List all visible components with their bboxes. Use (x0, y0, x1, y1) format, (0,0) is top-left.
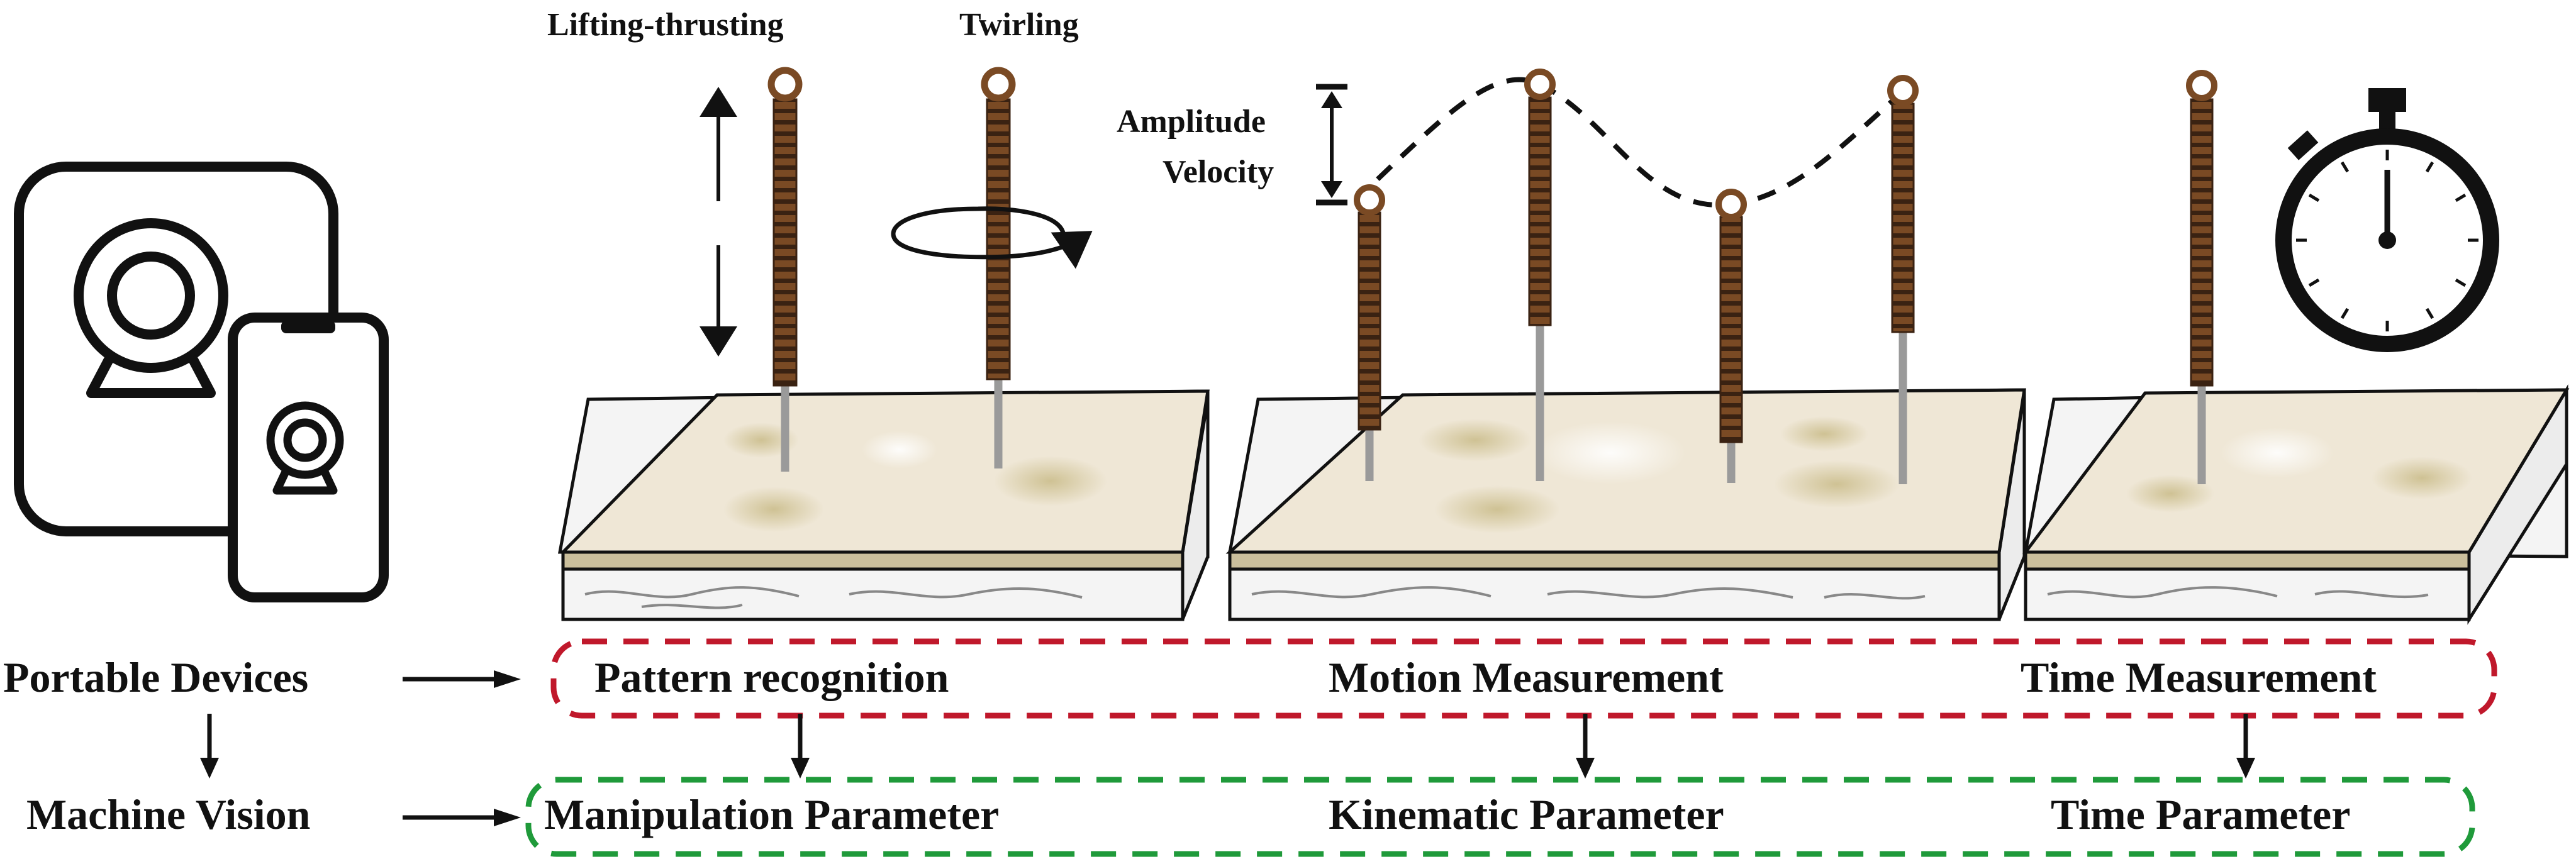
red-dashed-box (550, 638, 2497, 719)
amplitude-bracket (1316, 84, 1347, 206)
lifting-thrusting-label: Lifting-thrusting (547, 7, 784, 43)
twirling-label: Twirling (959, 7, 1079, 43)
rotation-arrow-icon (891, 206, 1093, 269)
acupuncture-needle-icon (1354, 184, 1385, 481)
pattern-recognition-label: Pattern recognition (594, 653, 949, 701)
webcam-icon (266, 401, 344, 495)
velocity-label: Velocity (1163, 154, 1274, 190)
stopwatch-icon (2275, 88, 2499, 352)
machine-vision-label: Machine Vision (26, 790, 311, 838)
acupuncture-needle-icon (1524, 69, 1556, 481)
motion-wave (1376, 77, 1902, 208)
manipulation-parameter-label: Manipulation Parameter (544, 790, 999, 838)
portable-devices-label: Portable Devices (3, 653, 308, 701)
skin-block-2 (1225, 388, 2026, 621)
webcam-icon (74, 218, 228, 398)
acupuncture-needle-icon (767, 67, 803, 472)
acupuncture-needle-icon (1887, 75, 1919, 484)
time-measurement-label: Time Measurement (2021, 653, 2377, 701)
skin-block-1 (557, 389, 1210, 621)
kinematic-parameter-label: Kinematic Parameter (1329, 790, 1724, 838)
amplitude-label: Amplitude (1117, 104, 1266, 140)
motion-measurement-label: Motion Measurement (1329, 653, 1724, 701)
phone-icon (228, 313, 389, 602)
flow-arrows (200, 670, 2255, 826)
acupuncture-needle-icon (981, 67, 1016, 468)
acupuncture-needle-icon (1715, 189, 1747, 483)
skin-block-3 (2022, 384, 2570, 625)
time-parameter-label: Time Parameter (2051, 790, 2350, 838)
acupuncture-needle-icon (2186, 70, 2217, 484)
